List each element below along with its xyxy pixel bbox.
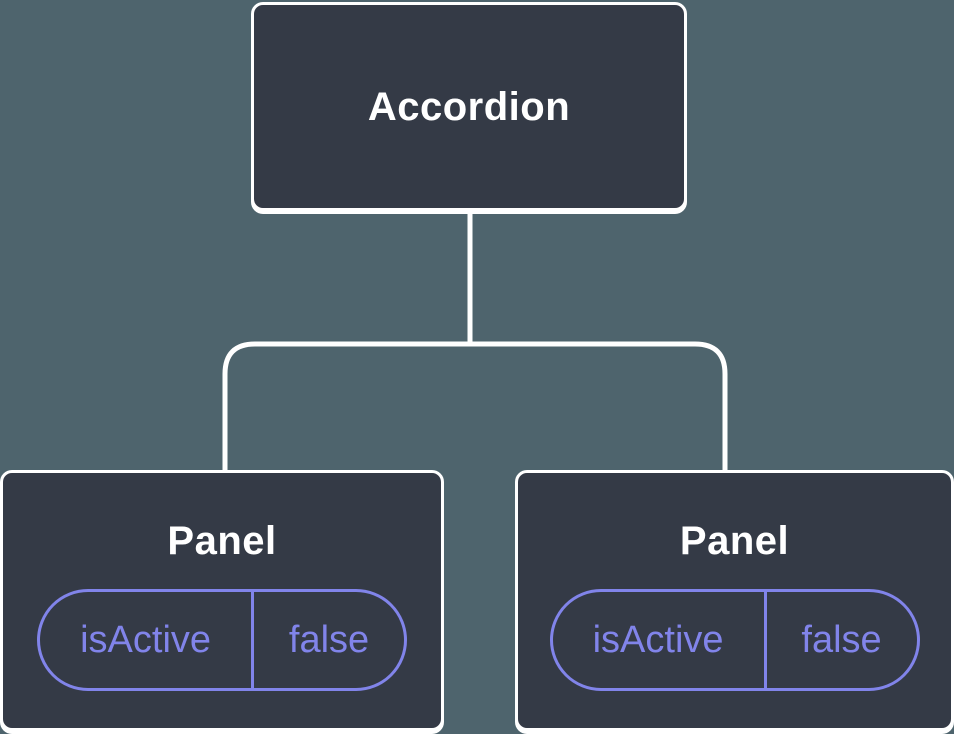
panel-node-left: Panel isActive false <box>0 470 444 731</box>
panel-node-left-label: Panel <box>167 519 277 563</box>
state-value: false <box>288 619 370 661</box>
accordion-node-label: Accordion <box>367 84 571 129</box>
state-value: false <box>801 619 882 661</box>
panel-right-state-pill: isActive false <box>549 589 920 691</box>
state-key: isActive <box>40 592 255 688</box>
connector-branches <box>222 341 728 472</box>
panel-left-state-pill: isActive false <box>37 589 407 691</box>
panel-node-right: Panel isActive false <box>515 470 954 731</box>
accordion-node: Accordion <box>251 2 687 211</box>
panel-node-right-label: Panel <box>679 519 790 563</box>
state-key: isActive <box>553 592 767 688</box>
